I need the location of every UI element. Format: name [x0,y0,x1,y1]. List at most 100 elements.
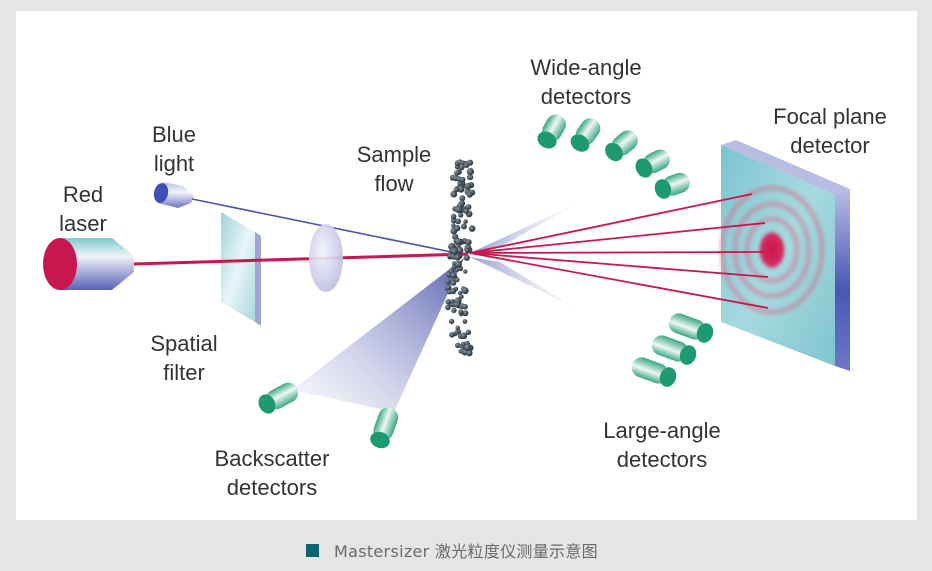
large-angle-detector-icon [668,313,714,343]
forward-scatter-cone-lower [470,257,576,308]
particle [453,186,460,193]
label-line: Wide-angle [530,55,642,80]
wide-angle-detector-icon [635,149,670,178]
particle [466,159,474,166]
particle [460,332,468,340]
particle [466,204,472,210]
label-line: Large-angle [603,418,721,443]
particle [463,208,470,214]
label-line: detector [790,133,870,158]
particle [450,213,457,220]
particle [462,319,468,324]
forward-scatter-rays [469,193,769,309]
particle [463,219,468,224]
particle [448,318,455,325]
label-backscatter-detectors: Backscatter detectors [192,444,352,502]
label-red-laser: Red laser [40,180,126,238]
particle [450,299,455,304]
backscatter-light-cone [292,258,464,412]
particle [456,246,464,254]
particle [450,190,458,198]
particle [454,277,460,283]
particle [449,287,457,295]
label-line: Backscatter [214,446,330,471]
label-line: detectors [540,84,632,109]
particle [464,248,470,253]
label-focal-plane-detector: Focal plane detector [750,102,910,160]
blue-light-source-icon [153,182,194,208]
label-line: Blue [151,122,197,147]
label-line: Spatial [150,331,218,356]
wide-angle-detector-icon [537,114,566,149]
particle [445,299,452,305]
particle [454,260,462,268]
forward-scatter-cone-upper [470,202,580,253]
particle [465,329,472,335]
label-line: detectors [616,447,708,472]
label-line: laser [59,211,107,236]
particle [457,185,465,193]
caption-marker-icon [306,543,319,557]
label-line: Focal plane [773,104,887,129]
particle [457,290,463,296]
particle [460,176,466,182]
forward-ray [469,222,766,254]
backscatter-detector-icon [370,407,399,449]
backscatter-detector-icon [258,382,299,414]
spatial-filter-icon [221,212,261,326]
particle [466,168,474,176]
red-laser-icon [43,238,134,290]
particle [457,181,462,186]
forward-ray [469,252,769,309]
sample-flow-particles [444,159,476,357]
wide-angle-detector-icon [654,172,690,199]
label-line: light [153,151,195,176]
particle [455,218,461,225]
particle [463,254,470,261]
forward-ray [469,193,753,254]
focal-plane-detector-icon [720,140,850,371]
label-line: detectors [226,475,318,500]
particle [465,239,472,246]
red-laser-beam [133,252,469,266]
particle [458,309,464,315]
particle [451,248,458,255]
particle [455,238,462,245]
particle [445,304,451,311]
detector-groups [258,114,714,449]
large-angle-detector-icon [631,357,677,387]
particle [459,165,465,171]
particle [463,269,468,274]
particle [454,225,461,232]
particle [454,170,460,176]
label-line: flow [374,171,414,196]
laser-diffraction-diagram [43,114,850,449]
particle [464,183,472,190]
particle [455,325,461,331]
particle [453,330,459,336]
particle [459,195,466,202]
particle [446,284,452,290]
label-line: filter [163,360,205,385]
label-blue-light: Blue light [139,120,209,178]
particle [462,303,468,310]
label-sample-flow: Sample flow [344,140,444,198]
particle [445,279,451,285]
wide-angle-detector-icon [570,118,601,152]
forward-ray [469,251,766,254]
particle [458,212,464,218]
particle [460,223,467,230]
particle [454,254,461,261]
particle [466,349,473,357]
large-angle-detector-icon [651,335,697,365]
particle [468,225,476,232]
particle [450,272,457,279]
figure-caption: Mastersizer 激光粒度仪测量示意图 [306,539,598,561]
caption-text: Mastersizer 激光粒度仪测量示意图 [334,542,598,561]
particle [462,310,469,317]
particle [461,287,469,295]
particle [449,332,455,338]
label-spatial-filter: Spatial filter [134,329,234,387]
lens-icon [309,224,343,292]
particle [468,174,474,180]
